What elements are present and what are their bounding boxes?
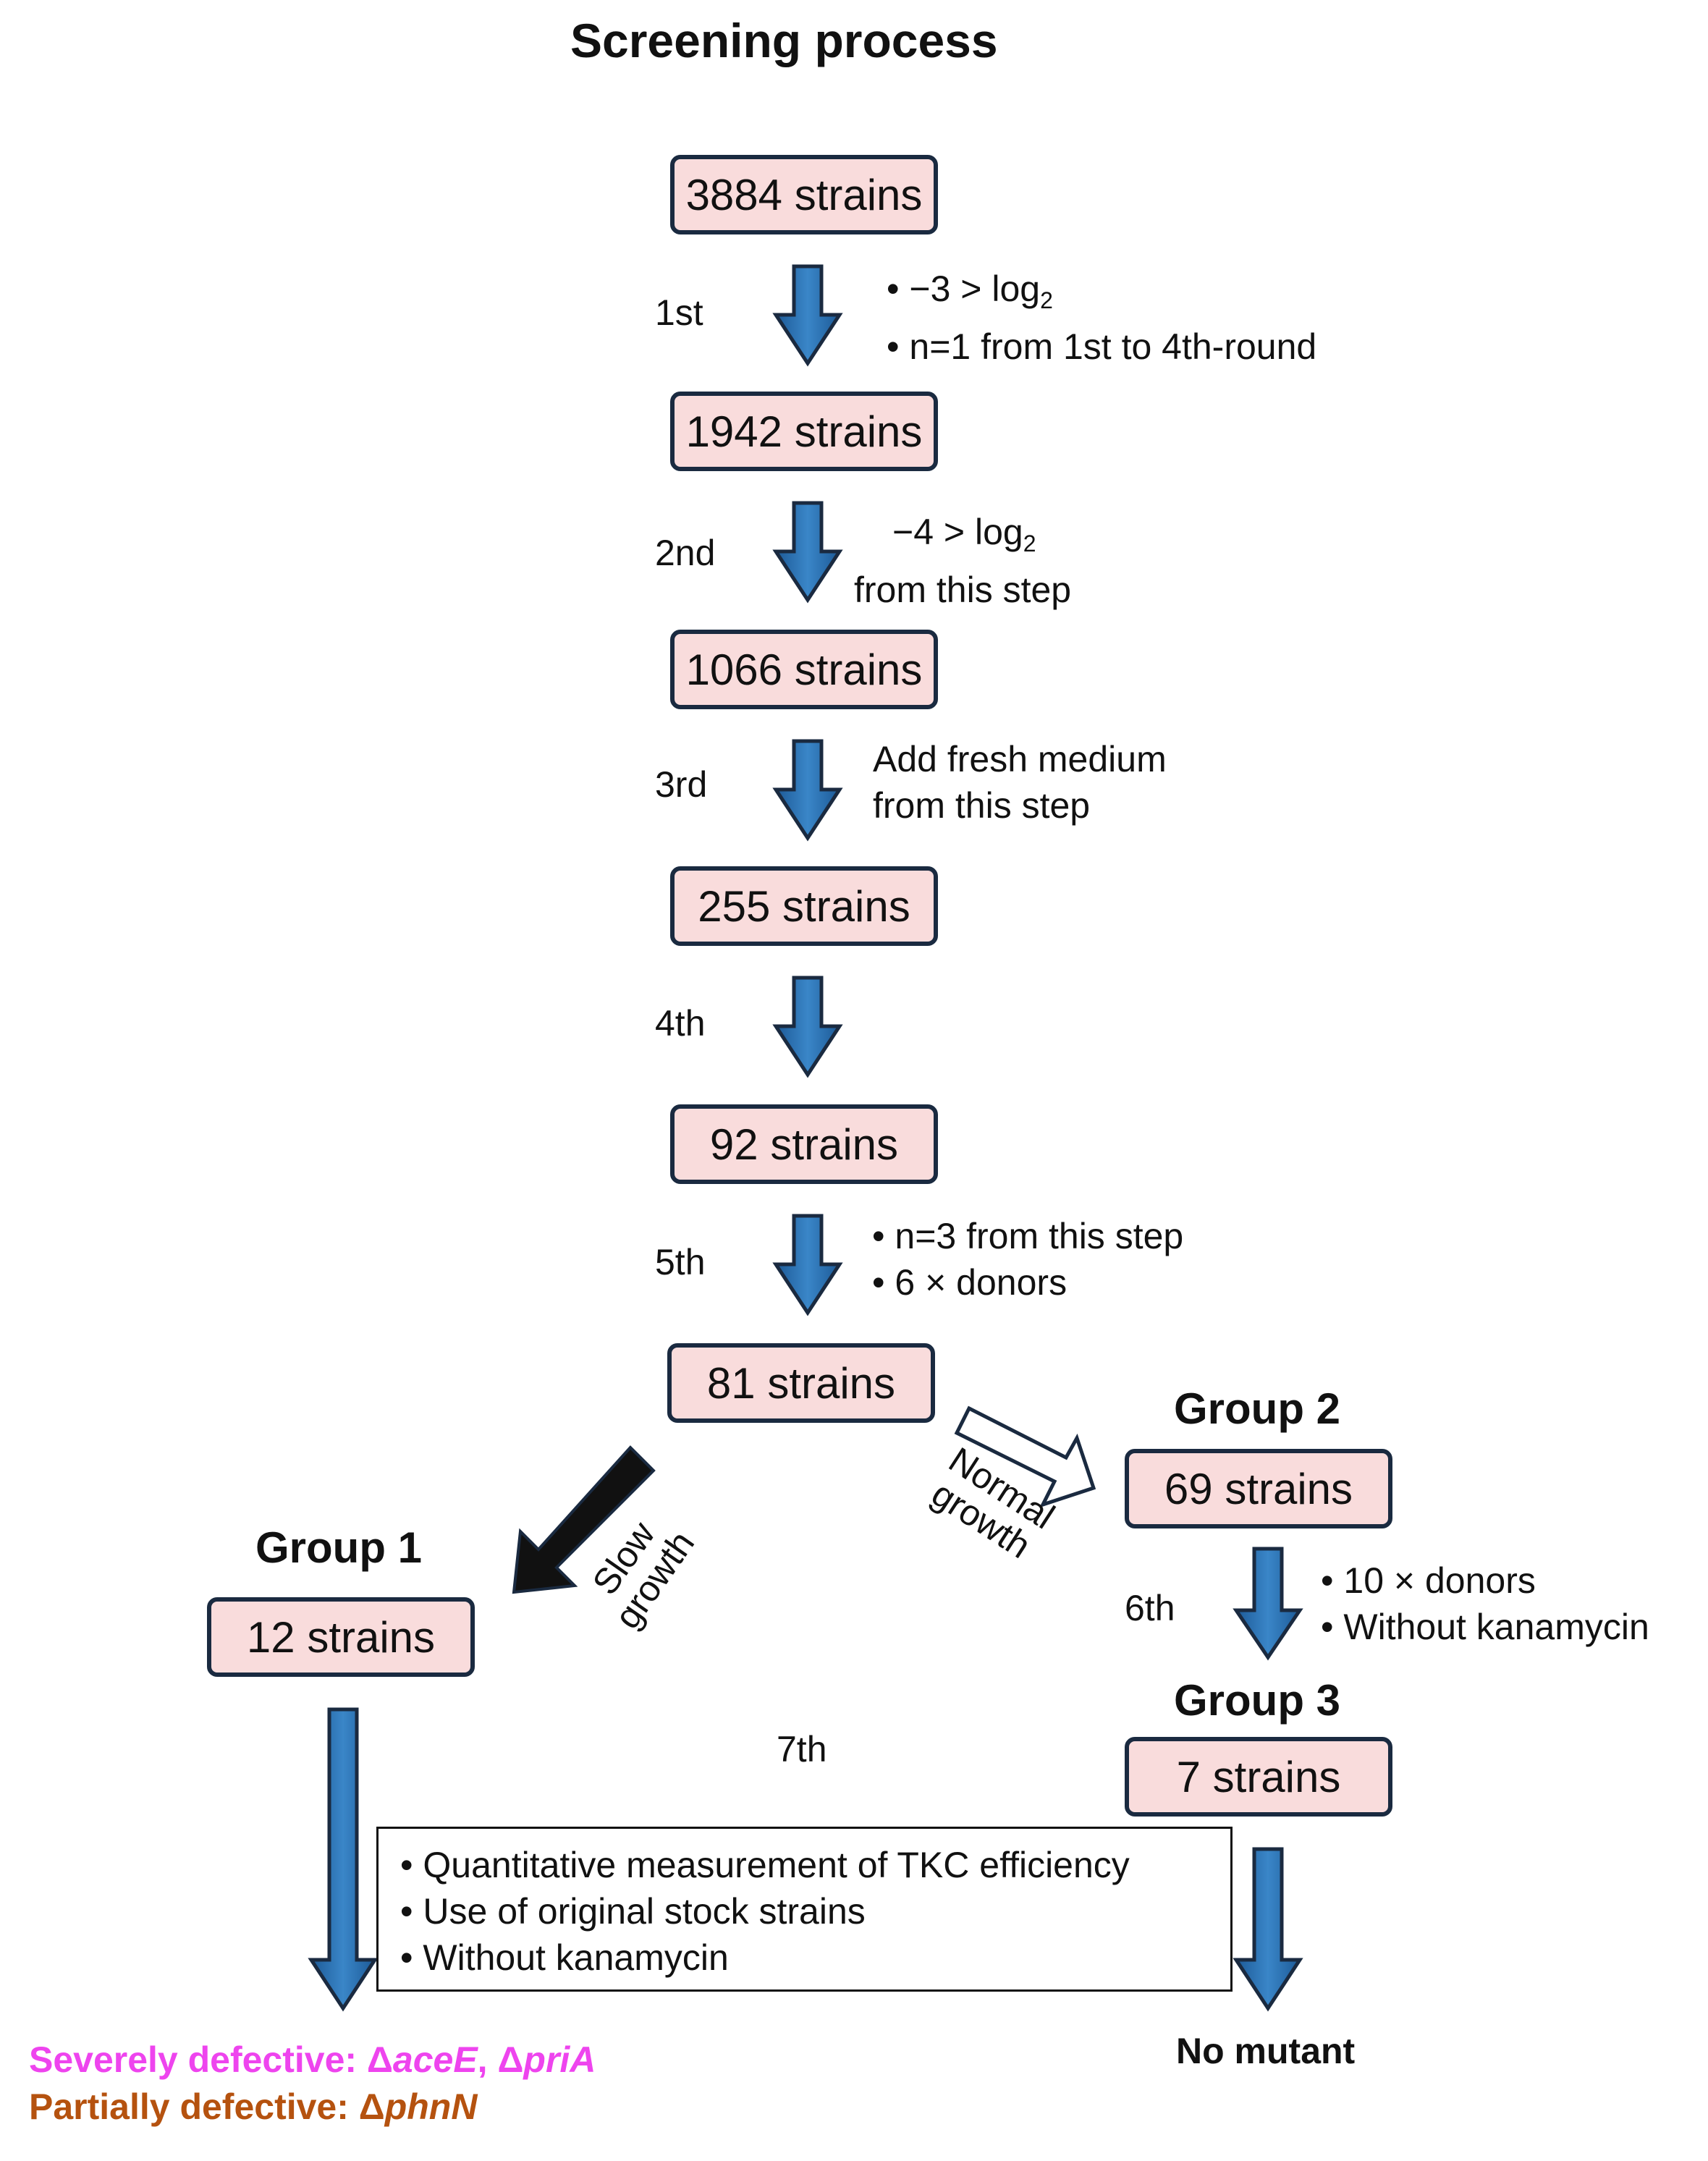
note-6th-line2: • Without kanamycin <box>1321 1607 1649 1647</box>
step-label-1st: 1st <box>655 292 703 333</box>
box-1942-strains: 1942 strains <box>670 392 938 471</box>
gene-aceE: aceE <box>392 2039 478 2080</box>
note-2nd-line1: −4 > log <box>892 512 1023 552</box>
criteria-line-1: • Quantitative measurement of TKC effici… <box>400 1845 1130 1885</box>
criteria-line-2: • Use of original stock strains <box>400 1891 866 1932</box>
down-arrow-6th <box>1233 1547 1303 1661</box>
note-3rd: Add fresh medium from this step <box>873 736 1167 829</box>
step-label-3rd: 3rd <box>655 764 708 805</box>
note-6th: • 10 × donors • Without kanamycin <box>1321 1557 1649 1650</box>
note-1st: • −3 > log2 • n=1 from 1st to 4th-round <box>887 266 1316 370</box>
partial-prefix: Partially defective: Δ <box>29 2086 385 2127</box>
severe-separator: , Δ <box>477 2039 524 2080</box>
down-arrow-3rd <box>772 739 843 842</box>
note-6th-line1: • 10 × donors <box>1321 1560 1536 1601</box>
box-7-strains: 7 strains <box>1125 1737 1392 1817</box>
box-255-strains: 255 strains <box>670 866 938 946</box>
note-1st-line2: • n=1 from 1st to 4th-round <box>887 326 1317 367</box>
down-arrow-group3 <box>1233 1847 1303 2012</box>
severely-defective-result: Severely defective: ΔaceE, ΔpriA <box>29 2039 596 2081</box>
gene-phnN: phnN <box>384 2086 478 2127</box>
box-12-strains: 12 strains <box>207 1597 475 1677</box>
step-label-4th: 4th <box>655 1003 706 1044</box>
criteria-line-3: • Without kanamycin <box>400 1937 729 1978</box>
note-5th: • n=3 from this step • 6 × donors <box>872 1213 1183 1306</box>
box-1066-strains: 1066 strains <box>670 630 938 709</box>
severe-prefix: Severely defective: Δ <box>29 2039 393 2080</box>
down-arrow-2nd <box>772 501 843 604</box>
down-arrow-group1-long <box>308 1707 379 2012</box>
note-3rd-line2: from this step <box>873 785 1091 826</box>
step-label-2nd: 2nd <box>655 533 716 573</box>
note-3rd-line1: Add fresh medium <box>873 739 1167 779</box>
box-3884-strains: 3884 strains <box>670 155 938 234</box>
partially-defective-result: Partially defective: ΔphnN <box>29 2086 477 2128</box>
diagram-title: Screening process <box>570 14 998 67</box>
note-2nd: −4 > log2 from this step <box>854 509 1071 613</box>
note-1st-subscript: 2 <box>1040 287 1053 313</box>
note-2nd-subscript: 2 <box>1023 530 1036 557</box>
no-mutant-result: No mutant <box>1176 2031 1356 2071</box>
step-label-6th: 6th <box>1125 1588 1175 1628</box>
group-2-label: Group 2 <box>1174 1384 1341 1433</box>
normal-growth-arrow <box>954 1405 1096 1508</box>
box-92-strains: 92 strains <box>670 1104 938 1184</box>
down-arrow-1st <box>772 264 843 367</box>
note-5th-line2: • 6 × donors <box>872 1262 1068 1303</box>
down-arrow-4th <box>772 976 843 1078</box>
down-arrow-5th <box>772 1214 843 1316</box>
box-81-strains: 81 strains <box>667 1343 935 1423</box>
group-3-label: Group 3 <box>1174 1676 1341 1725</box>
step-label-7th: 7th <box>777 1729 827 1769</box>
seventh-step-criteria-box: • Quantitative measurement of TKC effici… <box>376 1827 1233 1992</box>
note-2nd-line2: from this step <box>854 570 1072 610</box>
note-1st-line1: • −3 > log <box>887 268 1041 309</box>
step-label-5th: 5th <box>655 1242 706 1282</box>
box-69-strains: 69 strains <box>1125 1449 1392 1528</box>
slow-growth-arrow <box>512 1445 656 1594</box>
note-5th-line1: • n=3 from this step <box>872 1216 1184 1256</box>
gene-priA: priA <box>523 2039 596 2080</box>
group-1-label: Group 1 <box>255 1523 423 1572</box>
